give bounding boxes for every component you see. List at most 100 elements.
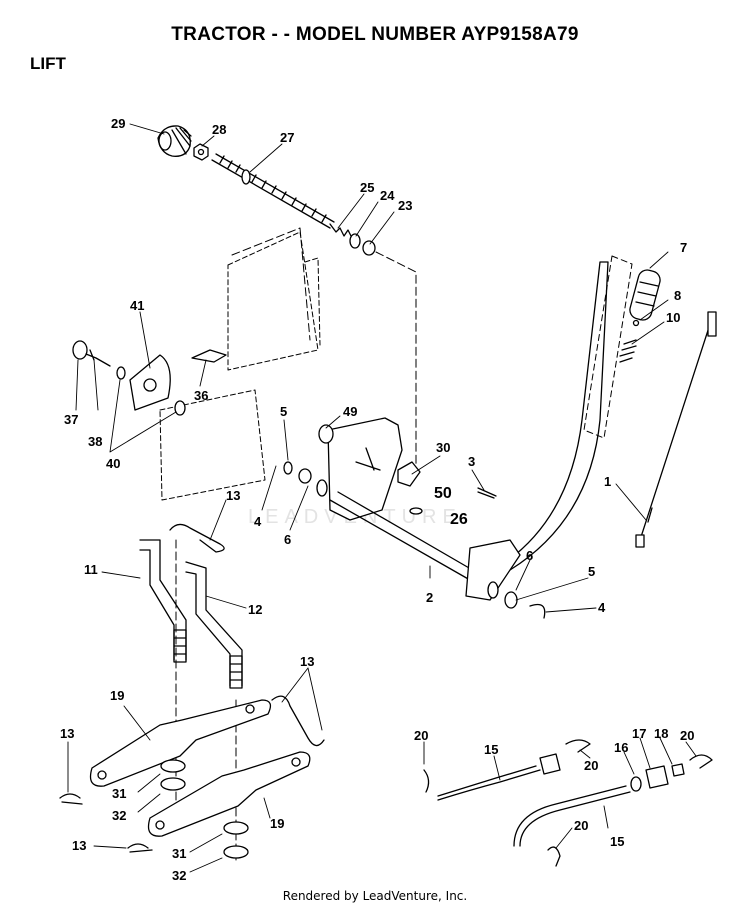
- lift-cable-part[interactable]: [513, 785, 631, 847]
- callout-20[interactable]: 20: [414, 728, 428, 743]
- nut-part[interactable]: [671, 763, 685, 777]
- callout-31b[interactable]: 31: [172, 846, 186, 861]
- callout-36[interactable]: 36: [194, 388, 208, 403]
- spacer-part[interactable]: [487, 581, 499, 599]
- callout-26[interactable]: 26: [450, 511, 468, 528]
- washer-part[interactable]: [504, 591, 518, 609]
- callout-30[interactable]: 30: [436, 440, 450, 455]
- lift-plate-part[interactable]: [318, 417, 403, 521]
- callout-13[interactable]: 13: [226, 488, 240, 503]
- dashed-grip-outline: [583, 255, 633, 439]
- lift-arm-part[interactable]: [89, 699, 272, 787]
- callout-37[interactable]: 37: [64, 412, 78, 427]
- washer-part[interactable]: [630, 776, 642, 792]
- bracket-part[interactable]: [129, 354, 171, 411]
- hairpin-clip-part[interactable]: [271, 695, 325, 747]
- callout-31[interactable]: 31: [112, 786, 126, 801]
- callout-18[interactable]: 18: [654, 726, 668, 741]
- washer-part[interactable]: [174, 400, 186, 416]
- callout-27[interactable]: 27: [280, 130, 294, 145]
- callout-28[interactable]: 28: [212, 122, 226, 137]
- ball-part[interactable]: [632, 319, 640, 327]
- callout-32[interactable]: 32: [112, 808, 126, 823]
- callout-40[interactable]: 40: [106, 456, 120, 471]
- callout-2[interactable]: 2: [426, 590, 433, 605]
- spacer-part[interactable]: [316, 479, 328, 497]
- washer-part[interactable]: [362, 240, 376, 256]
- clip-ring-part[interactable]: [72, 340, 88, 360]
- callout-20d[interactable]: 20: [574, 818, 588, 833]
- callout-41[interactable]: 41: [130, 298, 144, 313]
- lift-cable-part[interactable]: [437, 753, 561, 801]
- callout-6[interactable]: 6: [284, 532, 291, 547]
- callout-13b[interactable]: 13: [300, 654, 314, 669]
- callout-4b[interactable]: 4: [598, 600, 606, 615]
- hairpin-clip-part[interactable]: [565, 739, 591, 753]
- threaded-rod-part[interactable]: [211, 153, 335, 229]
- clip-ring-part[interactable]: [529, 603, 546, 619]
- hairpin-clip-part[interactable]: [689, 754, 713, 769]
- callout-13d[interactable]: 13: [72, 838, 86, 853]
- callout-10[interactable]: 10: [666, 310, 680, 325]
- callout-7[interactable]: 7: [680, 240, 687, 255]
- callout-23[interactable]: 23: [398, 198, 412, 213]
- hairpin-clip-part[interactable]: [169, 523, 225, 553]
- callout-15[interactable]: 15: [484, 742, 498, 757]
- trunnion-part[interactable]: [397, 461, 421, 487]
- callout-19[interactable]: 19: [110, 688, 124, 703]
- callout-5b[interactable]: 5: [588, 564, 595, 579]
- spring-clip-part[interactable]: [191, 349, 227, 363]
- lift-shaft-part[interactable]: [329, 491, 477, 581]
- bushing-part[interactable]: [223, 821, 249, 835]
- callout-50[interactable]: 50: [434, 485, 452, 502]
- callout-16[interactable]: 16: [614, 740, 628, 755]
- washer-part[interactable]: [116, 366, 126, 380]
- hairpin-clip-part[interactable]: [59, 793, 83, 805]
- washer-part[interactable]: [349, 233, 361, 249]
- swivel-part[interactable]: [645, 765, 669, 789]
- bushing-part[interactable]: [160, 777, 186, 791]
- washer-part[interactable]: [298, 468, 312, 484]
- callout-6b[interactable]: 6: [526, 548, 533, 563]
- callout-4[interactable]: 4: [254, 514, 262, 529]
- cotter-pin-part[interactable]: [477, 487, 497, 499]
- hairpin-clip-part[interactable]: [423, 769, 430, 793]
- callout-5[interactable]: 5: [280, 404, 287, 419]
- hairpin-clip-part[interactable]: [547, 846, 561, 867]
- callout-25[interactable]: 25: [360, 180, 374, 195]
- callout-11[interactable]: 11: [84, 562, 98, 577]
- lift-link-part[interactable]: [185, 561, 243, 689]
- handle-grip-part[interactable]: [628, 268, 662, 322]
- hairpin-clip-part[interactable]: [127, 843, 153, 853]
- hex-nut-part[interactable]: [193, 143, 209, 161]
- callout-19b[interactable]: 19: [270, 816, 284, 831]
- callout-38[interactable]: 38: [88, 434, 102, 449]
- callout-13c[interactable]: 13: [60, 726, 74, 741]
- callout-24[interactable]: 24: [380, 188, 395, 203]
- callout-49[interactable]: 49: [343, 404, 357, 419]
- footer-credit: Rendered by LeadVenture, Inc.: [282, 889, 468, 903]
- callout-17[interactable]: 17: [632, 726, 646, 741]
- bushing-part[interactable]: [160, 759, 186, 773]
- washer-part[interactable]: [409, 507, 423, 515]
- callout-32b[interactable]: 32: [172, 868, 186, 883]
- callout-8[interactable]: 8: [674, 288, 681, 303]
- spring-part[interactable]: [329, 223, 353, 239]
- section-label: LIFT: [30, 54, 66, 73]
- lift-rod-part[interactable]: [635, 311, 717, 548]
- washer-part[interactable]: [283, 461, 293, 475]
- mounting-plate-part: [159, 231, 321, 501]
- callout-15b[interactable]: 15: [610, 834, 624, 849]
- lift-knob-part[interactable]: [157, 125, 192, 157]
- screw-part[interactable]: [85, 349, 111, 367]
- lift-link-part[interactable]: [139, 539, 187, 663]
- callout-3[interactable]: 3: [468, 454, 475, 469]
- callout-20c[interactable]: 20: [680, 728, 694, 743]
- callout-12[interactable]: 12: [248, 602, 262, 617]
- lift-arm-part[interactable]: [147, 751, 311, 837]
- callout-20b[interactable]: 20: [584, 758, 598, 773]
- callout-29[interactable]: 29: [111, 116, 125, 131]
- bushing-part[interactable]: [223, 845, 249, 859]
- spring-part[interactable]: [619, 339, 637, 363]
- callout-1[interactable]: 1: [604, 474, 611, 489]
